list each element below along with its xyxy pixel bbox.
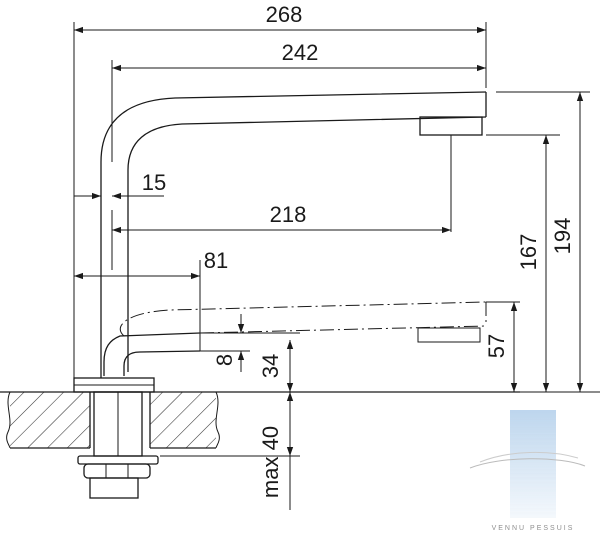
dim-81: 81	[204, 248, 228, 273]
faucet-spout-lowered	[103, 301, 487, 376]
dim-167: 167	[516, 234, 541, 271]
countertop	[0, 391, 520, 449]
watermark-logo: VENNU PESSUIS	[469, 410, 586, 532]
dim-218: 218	[270, 202, 307, 227]
mounting-shank	[73, 377, 159, 499]
dim-268: 268	[266, 2, 303, 27]
dim-15: 15	[142, 170, 166, 195]
dim-max-40: max 40	[258, 426, 283, 498]
dim-194: 194	[550, 218, 575, 255]
dim-8: 8	[212, 354, 237, 366]
dimension-lines	[74, 26, 584, 510]
dim-34: 34	[258, 354, 283, 378]
watermark-text: VENNU PESSUIS	[492, 525, 575, 532]
faucet-spout-raised	[100, 91, 487, 378]
dim-242: 242	[282, 40, 319, 65]
dim-57: 57	[484, 334, 509, 358]
dimension-labels: 268 242 15 218 81 8 34 57 167 194 max 40	[142, 2, 575, 498]
